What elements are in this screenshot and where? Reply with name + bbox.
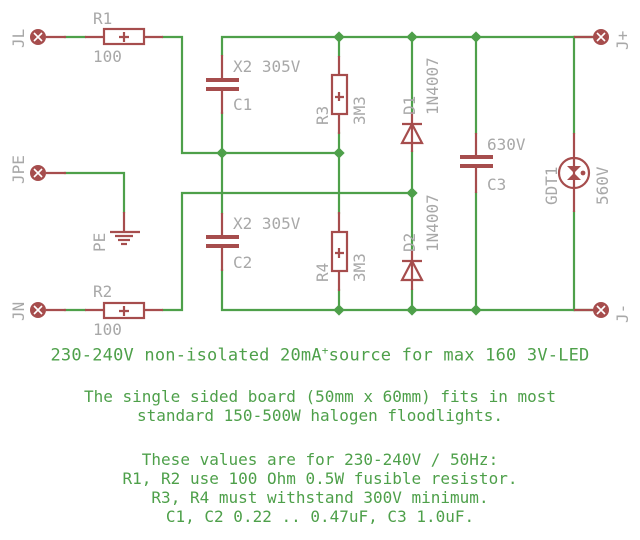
values-note-line: C1, C2 0.22 .. 0.47uF, C3 1.0uF.: [165, 507, 475, 526]
capacitor-c1[interactable]: X2 305V C1: [206, 55, 301, 114]
junction-dot: [406, 187, 418, 199]
capacitor-c2[interactable]: X2 305V C2: [206, 213, 301, 272]
resistor-r1[interactable]: R1 100: [85, 9, 163, 66]
junction-dot: [333, 147, 345, 159]
values-note: These values are for 230-240V / 50Hz:R1,…: [0, 450, 640, 526]
connector-jn[interactable]: JN: [9, 302, 66, 321]
connector-jplus[interactable]: J+: [574, 29, 632, 50]
title-superscript: +: [321, 344, 329, 357]
diode-d2-name: D2: [400, 233, 419, 252]
diode-d1[interactable]: D1 1N4007: [400, 57, 442, 152]
connector-jpe[interactable]: JPE: [9, 155, 66, 184]
connector-jl[interactable]: JL: [9, 29, 66, 48]
diode-d2[interactable]: D2 1N4007: [400, 194, 442, 290]
capacitor-c3-value: 630V: [487, 135, 526, 154]
resistor-r2-value: 100: [93, 320, 122, 339]
gas-discharge-tube-gdt1[interactable]: GDT1 560V: [542, 133, 612, 212]
connector-jplus-label: J+: [613, 31, 632, 50]
title-main: 230-240V non-isolated 20mA: [50, 345, 322, 366]
gdt1-name: GDT1: [542, 166, 561, 205]
resistor-r2[interactable]: R2 100: [85, 282, 163, 339]
values-note-line: These values are for 230-240V / 50Hz:: [141, 450, 499, 469]
ground-pe-label: PE: [90, 233, 109, 252]
wire-r1-out: [161, 35, 224, 155]
junction-dot: [470, 31, 482, 43]
capacitor-c2-value: X2 305V: [233, 214, 301, 233]
connector-jminus-label: J-: [613, 304, 632, 323]
junction-dot: [406, 31, 418, 43]
capacitor-c1-name: C1: [233, 95, 252, 114]
schematic: JL JPE JN J+ J- R1 100 R2: [9, 9, 632, 339]
connector-jpe-label: JPE: [9, 155, 28, 184]
capacitor-c1-value: X2 305V: [233, 57, 301, 76]
resistor-r4[interactable]: R4 3M3: [313, 212, 369, 291]
connector-jminus[interactable]: J-: [574, 302, 632, 323]
resistor-r3-value: 3M3: [350, 96, 369, 125]
resistor-r1-name: R1: [93, 9, 112, 28]
resistor-r4-value: 3M3: [350, 253, 369, 282]
junction-dot: [333, 31, 345, 43]
board-note-line: standard 150-500W halogen floodlights.: [136, 406, 504, 425]
values-note-line: R1, R2 use 100 Ohm 0.5W fusible resistor…: [122, 469, 518, 488]
wire-bottom-rail: [220, 268, 600, 312]
junction-dot: [470, 304, 482, 316]
junction-dot: [216, 147, 228, 159]
diode-d1-name: D1: [400, 96, 419, 115]
junctions: [216, 31, 482, 316]
resistor-r4-name: R4: [313, 263, 332, 282]
capacitor-c3[interactable]: 630V C3: [460, 133, 526, 194]
capacitor-c2-name: C2: [233, 253, 252, 272]
wire-r2-out: [161, 191, 414, 312]
connector-jl-label: JL: [9, 29, 28, 48]
gdt1-value: 560V: [593, 166, 612, 205]
values-note-line: R3, R4 must withstand 300V minimum.: [151, 488, 489, 507]
junction-dot: [406, 304, 418, 316]
board-note-line: The single sided board (50mm x 60mm) fit…: [83, 387, 556, 406]
ground-pe[interactable]: PE: [90, 212, 140, 252]
wire-jpe: [63, 171, 126, 214]
diode-d1-value: 1N4007: [423, 57, 442, 115]
resistor-r3[interactable]: R3 3M3: [313, 56, 369, 134]
board-note: The single sided board (50mm x 60mm) fit…: [0, 387, 640, 425]
title-rest: source for max 160 3V-LED: [328, 345, 590, 366]
resistor-r1-value: 100: [93, 47, 122, 66]
resistor-r3-name: R3: [313, 106, 332, 125]
circuit-title: 230-240V non-isolated 20mA+source for ma…: [0, 344, 640, 366]
capacitor-c3-name: C3: [487, 175, 506, 194]
connector-jn-label: JN: [9, 302, 28, 321]
resistor-r2-name: R2: [93, 282, 112, 301]
diode-d2-value: 1N4007: [423, 194, 442, 252]
junction-dot: [333, 304, 345, 316]
